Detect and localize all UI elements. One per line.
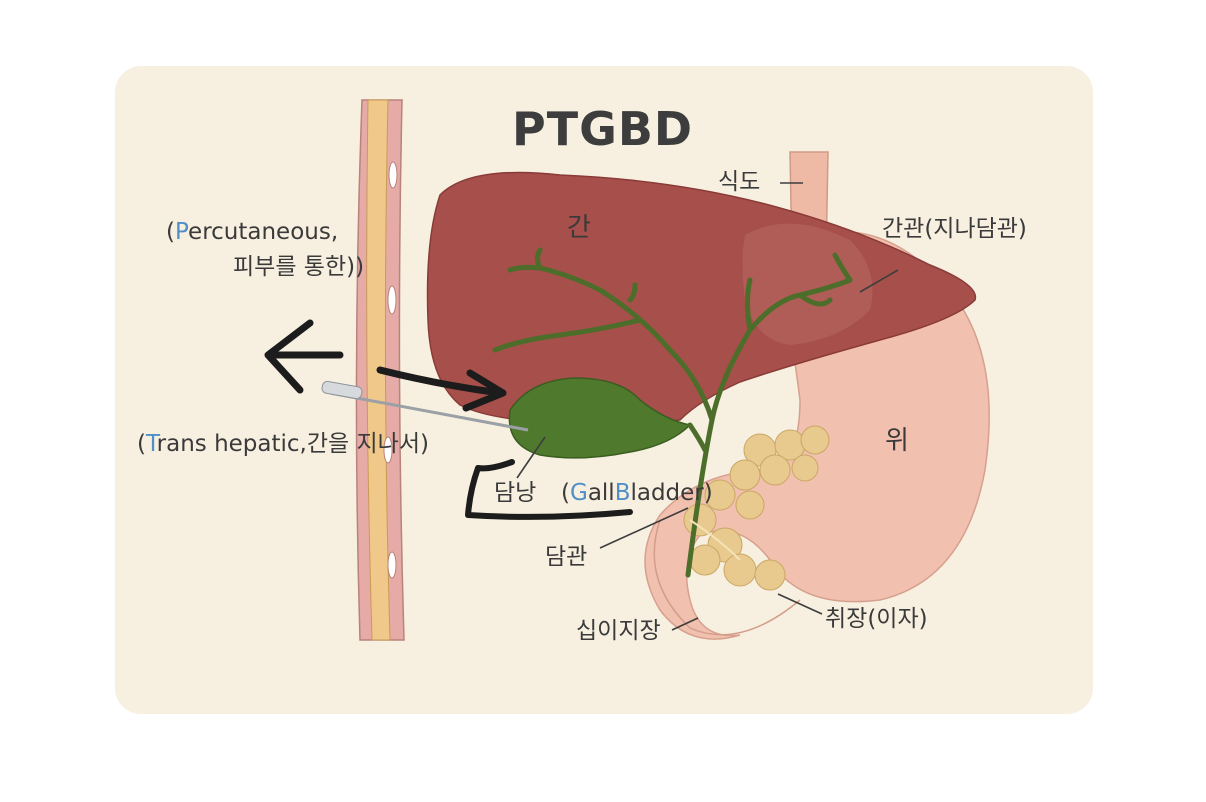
trans-hepatic-rest: rans hepatic,간을 지나서) <box>156 431 429 457</box>
percutaneous-rest: ercutaneous, <box>188 219 339 245</box>
hand-drawn-arrows <box>264 319 507 412</box>
gallbladder-all: all <box>587 480 615 506</box>
liver-label: 간 <box>567 213 591 243</box>
percutaneous-label: (Percutaneous, <box>166 221 338 244</box>
hand-drawn-bracket <box>465 459 633 520</box>
bile-duct-label: 담관 <box>545 544 588 570</box>
gallbladder-english-label: (GallBladder) <box>561 482 713 505</box>
duodenum-label: 십이지장 <box>576 618 661 644</box>
gallbladder-open: ( <box>561 480 570 506</box>
esophagus-label: 식도 <box>718 169 761 195</box>
percutaneous-korean-label: 피부를 통한)) <box>233 254 365 280</box>
percutaneous-open: ( <box>166 219 175 245</box>
trans-hepatic-label: (Trans hepatic,간을 지나서) <box>137 433 429 456</box>
biliary-ducts <box>492 247 853 578</box>
ptgbd-needle <box>321 380 529 432</box>
gallbladder-initial-g: G <box>569 480 588 506</box>
gallbladder-korean-label: 담낭 <box>494 480 537 506</box>
stomach-label: 위 <box>885 426 909 456</box>
trans-hepatic-open: ( <box>137 431 146 457</box>
hepatic-duct-label: 간관(지나담관) <box>882 216 1027 242</box>
trans-hepatic-initial: T <box>145 431 157 457</box>
diagram-title: PTGBD <box>512 102 694 156</box>
gallbladder-ladder: ladder) <box>630 480 713 506</box>
pancreas-label: 취장(이자) <box>825 606 928 632</box>
percutaneous-initial: P <box>174 219 189 245</box>
gallbladder-initial-b: B <box>614 480 631 506</box>
pancreas-shape <box>683 425 830 591</box>
leader-lines <box>516 182 899 631</box>
